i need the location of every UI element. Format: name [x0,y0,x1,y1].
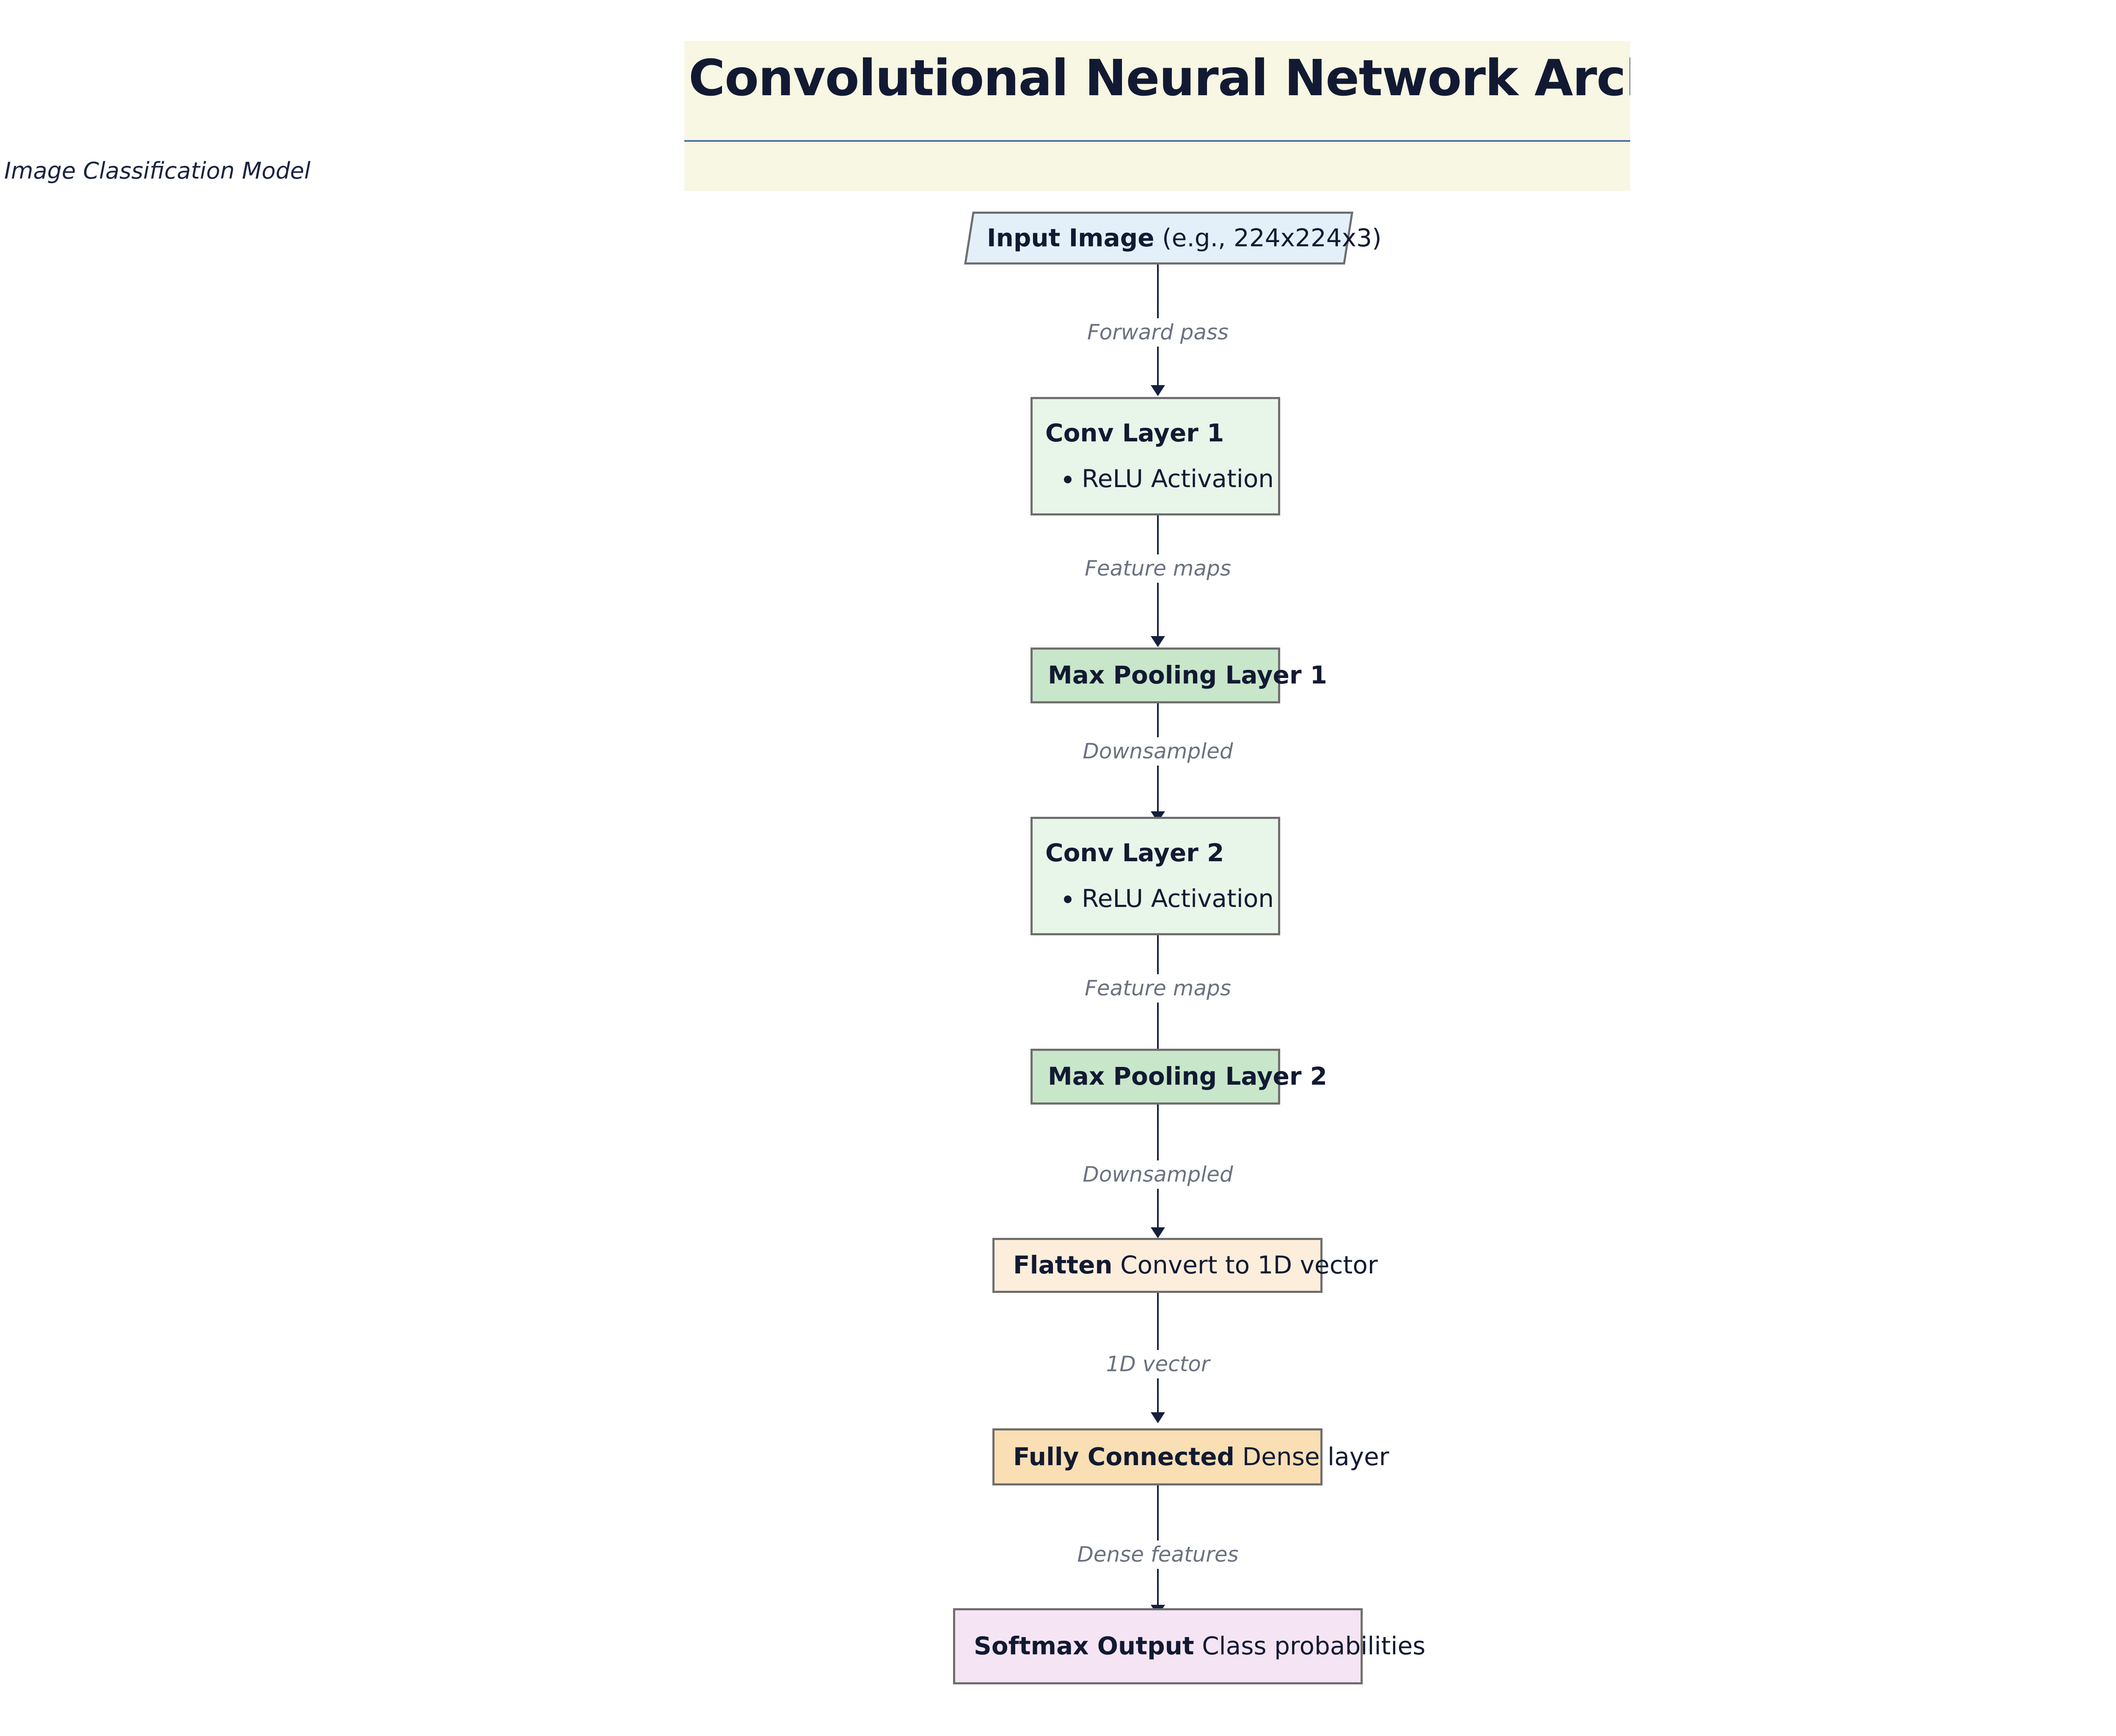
node-conv-layer-2-title: Conv Layer 2 [1045,838,1224,867]
node-max-pooling-2[interactable]: Max Pooling Layer 2 [1030,1049,1327,1105]
page-subtitle: Image Classification Model [4,157,311,184]
edge-label-forward-pass: Forward pass [1080,318,1236,347]
arrowhead-flatten [1151,1227,1165,1238]
edge-label-1d-vector: 1D vector [1099,1350,1217,1378]
node-conv-layer-1[interactable]: Conv Layer 1 ReLU Activation [1030,397,1280,515]
node-flatten[interactable]: Flatten Convert to 1D vector [992,1238,1378,1293]
edge-label-downsampled-1: Downsampled [1076,737,1240,766]
node-flatten-text: Flatten Convert to 1D vector [995,1251,1378,1280]
node-conv-layer-2-bullets: ReLU Activation [1033,884,1278,913]
header-banner: Convolutional Neural Network Architectur… [684,41,1630,191]
node-max-pooling-2-title: Max Pooling Layer 2 [1048,1062,1328,1091]
node-input-image-text: Input Image (e.g., 224x224x3) [968,223,1382,252]
node-max-pooling-1-title: Max Pooling Layer 1 [1048,661,1328,690]
title-divider [684,140,1630,142]
page-title: Convolutional Neural Network Architectur… [689,49,1630,107]
node-input-image[interactable]: Input Image (e.g., 224x224x3) [964,212,1382,265]
node-flatten-subtitle: Convert to 1D vector [1120,1251,1378,1280]
node-softmax-output-text: Softmax Output Class probabilities [955,1631,1426,1661]
node-max-pooling-1[interactable]: Max Pooling Layer 1 [1030,648,1327,703]
node-conv-layer-1-title: Conv Layer 1 [1045,418,1224,447]
edge-label-dense-features: Dense features [1070,1540,1245,1569]
edge-label-feature-maps-2: Feature maps [1078,974,1238,1003]
node-conv-layer-1-bullets: ReLU Activation [1033,464,1278,493]
node-conv-layer-2-bullet-0: ReLU Activation [1064,884,1278,913]
node-softmax-output[interactable]: Softmax Output Class probabilities [953,1608,1425,1684]
node-input-image-subtitle: (e.g., 224x224x3) [1162,223,1382,252]
node-fully-connected[interactable]: Fully Connected Dense layer [992,1428,1389,1485]
node-conv-layer-2[interactable]: Conv Layer 2 ReLU Activation [1030,817,1280,935]
node-conv-layer-1-bullet-0: ReLU Activation [1064,464,1278,493]
node-softmax-output-title: Softmax Output [974,1631,1194,1661]
node-fully-connected-subtitle: Dense layer [1242,1442,1389,1471]
arrowhead-conv1 [1151,385,1165,396]
edge-label-downsampled-2: Downsampled [1076,1160,1240,1189]
node-input-image-title: Input Image [987,223,1154,252]
arrowhead-pool1 [1151,636,1165,647]
arrowhead-fc [1151,1412,1165,1423]
node-softmax-output-subtitle: Class probabilities [1202,1631,1426,1661]
node-flatten-title: Flatten [1013,1251,1113,1280]
node-fully-connected-text: Fully Connected Dense layer [995,1442,1389,1471]
edge-label-feature-maps-1: Feature maps [1078,554,1238,583]
node-fully-connected-title: Fully Connected [1013,1442,1235,1471]
